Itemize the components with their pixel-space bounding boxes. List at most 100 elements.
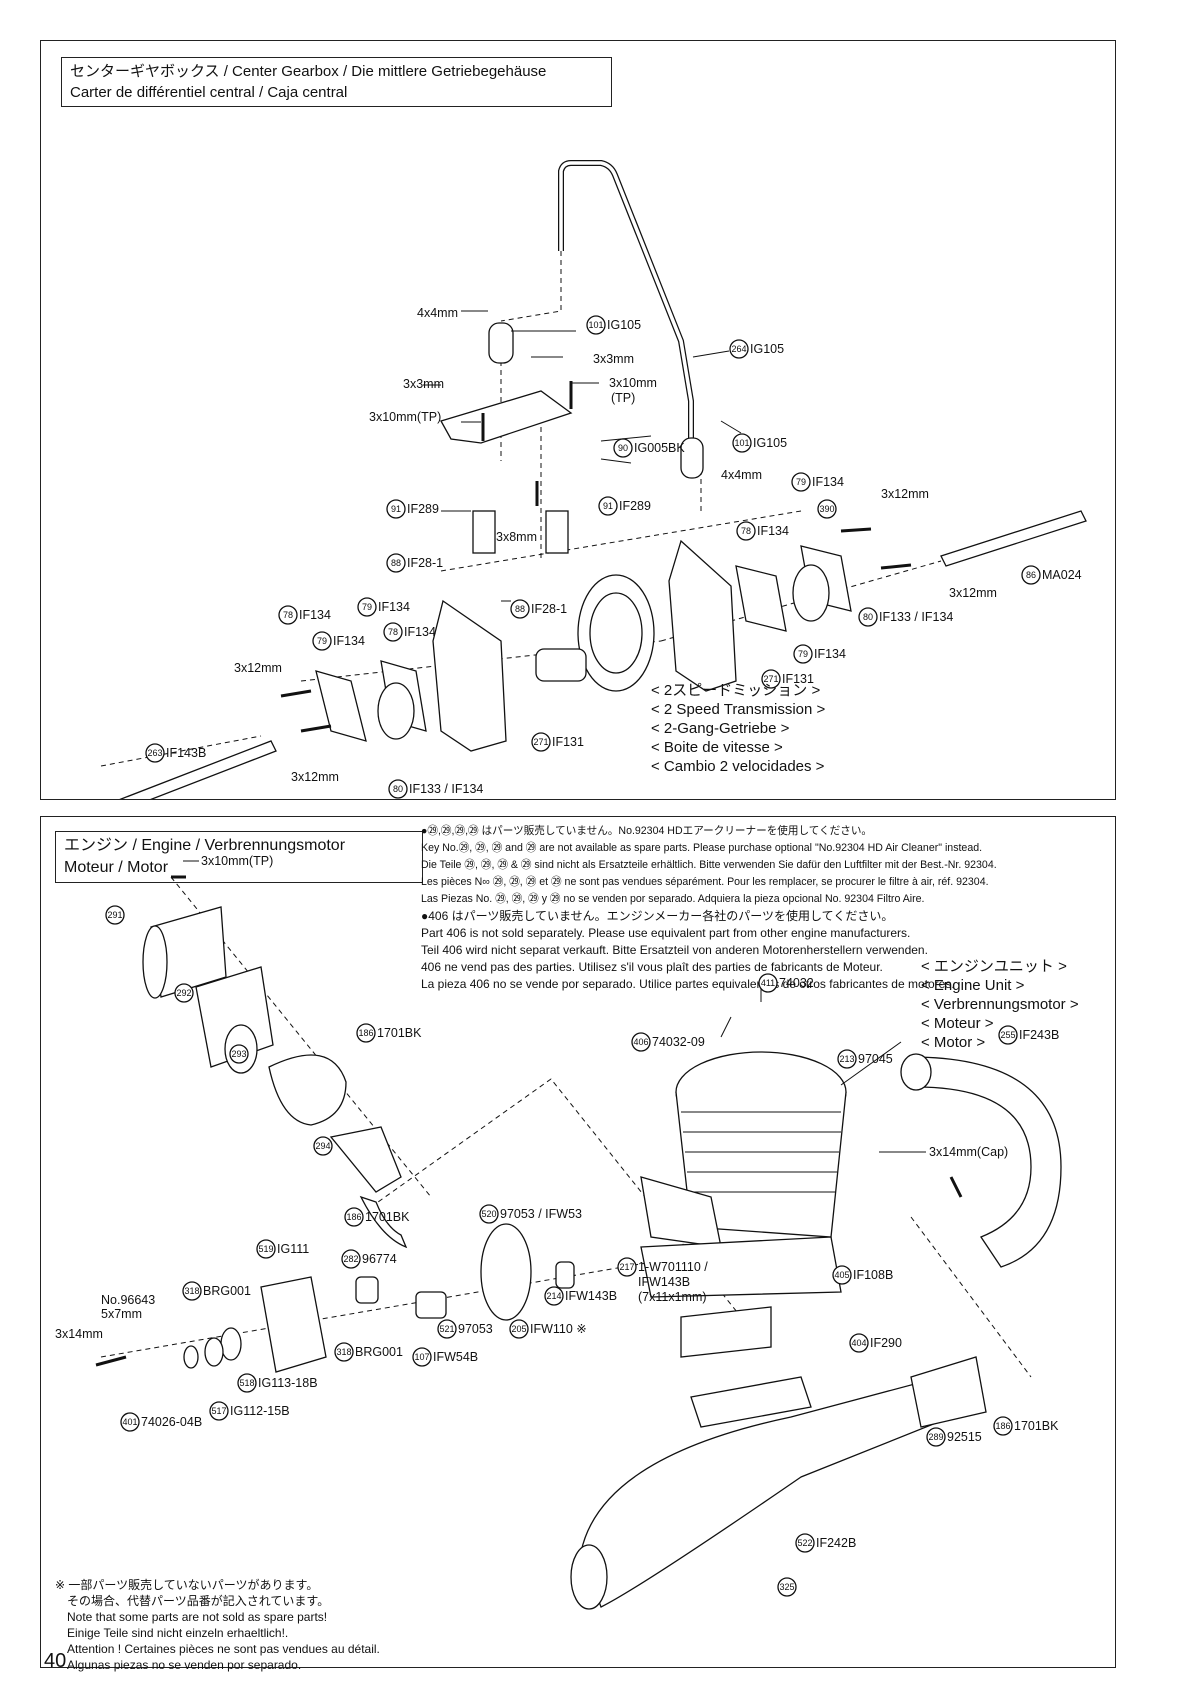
callout-number: 78 [283, 610, 293, 620]
callout-code: IFW54B [433, 1350, 478, 1364]
callout-88a: 88 IF28-1 [386, 553, 443, 573]
note-line: Les pièces N∞ ㉙, ㉙, ㉙ et ㉙ ne sont pas v… [421, 876, 989, 888]
callout-186b: 186 1701BK [344, 1207, 410, 1227]
callout-code: IF242B [816, 1536, 856, 1550]
crankcase [640, 1236, 842, 1298]
callout-255: 255 IF243B [998, 1025, 1059, 1045]
callout-101b: 101 IG105 [732, 433, 787, 453]
post-part [545, 510, 569, 554]
center-gearbox-diagram: 101 IG105 264 IG105 101 IG105 90 IG005BK… [100, 160, 1087, 799]
leader-lines [423, 310, 742, 602]
bearing-part [183, 1345, 199, 1369]
screw-part [481, 381, 573, 506]
callout-213: 213 97045 [837, 1049, 893, 1069]
callout-number: 519 [258, 1244, 273, 1254]
callout-number: 292 [176, 988, 191, 998]
note-line: Teil 406 wird nicht separat verkauft. Bi… [421, 943, 928, 957]
callout-214: 214 IFW143B [544, 1286, 617, 1306]
size-label: (7x11x1mm) [638, 1290, 707, 1304]
screw-part [95, 875, 963, 1367]
callout-318a: 318 BRG001 [182, 1281, 251, 1301]
callout-78a: 78 IF134 [736, 521, 789, 541]
note-line: Las Piezas No. ㉙, ㉙, ㉙ y ㉙ no se venden … [421, 893, 925, 905]
callout-293: 293 [229, 1044, 249, 1064]
callout-code: 92515 [947, 1430, 982, 1444]
callout-90: 90 IG005BK [613, 438, 685, 458]
footnote-line: Algunas piezas no se venden por separado… [55, 1658, 302, 1672]
callout-519: 519 IG111 [256, 1239, 309, 1259]
callout-code: IF243B [1019, 1028, 1059, 1042]
title-line-2: Moteur / Motor [64, 859, 169, 876]
callout-number: 390 [819, 504, 834, 514]
header-flange [900, 1053, 932, 1091]
callout-number: 78 [388, 627, 398, 637]
transmission-label-line: < Boite de vitesse > [651, 739, 783, 756]
callout-code: IF133 / IF134 [879, 610, 953, 624]
brace-part [440, 390, 573, 444]
callout-282: 282 96774 [341, 1249, 397, 1269]
callout-code: IG105 [753, 436, 787, 450]
callout-code: IG111 [277, 1242, 309, 1256]
callout-code: IF134 [812, 475, 844, 489]
title-line-1: センターギヤボックス / Center Gearbox / Die mittle… [70, 63, 547, 80]
callout-79c: 79 IF134 [357, 597, 410, 617]
callout-number: 79 [317, 636, 327, 646]
callout-186a: 186 1701BK [356, 1023, 422, 1043]
callout-code: 1701BK [1014, 1419, 1059, 1433]
callout-number: 518 [239, 1378, 254, 1388]
callout-number: 80 [863, 612, 873, 622]
callout-79d: 79 IF134 [312, 631, 365, 651]
callout-code: IF134 [404, 625, 436, 639]
callout-88b: 88 IF28-1 [510, 599, 567, 619]
callout-number: 86 [1026, 570, 1036, 580]
callout-number: 263 [147, 748, 162, 758]
callout-code: IFW110 ※ [530, 1322, 587, 1336]
callout-217: 217 1-W701110 / [617, 1257, 708, 1277]
callout-91a: 91 IF289 [386, 499, 439, 519]
callout-code: 97045 [858, 1052, 893, 1066]
callout-code: BRG001 [355, 1345, 403, 1359]
title-line-1: エンジン / Engine / Verbrennungsmotor [64, 837, 346, 854]
callout-405: 405 IF108B [832, 1265, 893, 1285]
callout-number: 79 [362, 602, 372, 612]
plate-part [735, 565, 787, 632]
callout-number: 318 [336, 1347, 351, 1357]
collar-part [680, 437, 704, 479]
callout-number: 79 [796, 477, 806, 487]
callout-80a: 80 IF133 / IF134 [858, 607, 953, 627]
footnote-line: Note that some parts are not sold as spa… [55, 1610, 328, 1624]
callout-number: 91 [391, 504, 401, 514]
callout-code: IF289 [619, 499, 651, 513]
callout-number: 294 [315, 1141, 330, 1151]
transmission-label-line: < 2 Speed Transmission > [651, 701, 826, 718]
size-label: IFW143B [638, 1275, 690, 1289]
size-label: No.96643 [101, 1293, 155, 1307]
guide-line [500, 251, 562, 322]
callout-code: IG112-15B [230, 1404, 290, 1418]
collar-part [488, 322, 514, 364]
note-line: 406 ne vend pas des parties. Utilisez s'… [421, 960, 883, 974]
callout-79b: 79 IF134 [793, 644, 846, 664]
engine-fins [681, 1111, 841, 1193]
callout-code: 74026-04B [141, 1415, 202, 1429]
guide-line [910, 1216, 1032, 1378]
callout-number: 405 [834, 1270, 849, 1280]
note-line: Part 406 is not sold separately. Please … [421, 926, 911, 940]
callout-number: 90 [618, 443, 628, 453]
callout-number: 521 [439, 1324, 454, 1334]
callout-code: IG113-18B [258, 1376, 318, 1390]
gearbox-housing-left [432, 599, 507, 752]
callout-271a: 271 IF131 [761, 669, 814, 689]
callout-101a: 101 IG105 [586, 315, 641, 335]
callout-number: 217 [619, 1262, 634, 1272]
callout-number: 517 [211, 1406, 226, 1416]
callout-517: 517 IG112-15B [209, 1401, 290, 1421]
callout-code: IF134 [814, 647, 846, 661]
callout-289: 289 92515 [926, 1427, 982, 1447]
callout-number: 271 [763, 674, 778, 684]
guide-line [100, 1256, 682, 1358]
callout-code: 74032 [779, 976, 814, 990]
footnote-line: その場合、代替パーツ品番が記入されています。 [55, 1594, 330, 1608]
callout-518: 518 IG113-18B [237, 1373, 318, 1393]
transmission-label-line: < Cambio 2 velocidades > [651, 758, 825, 775]
